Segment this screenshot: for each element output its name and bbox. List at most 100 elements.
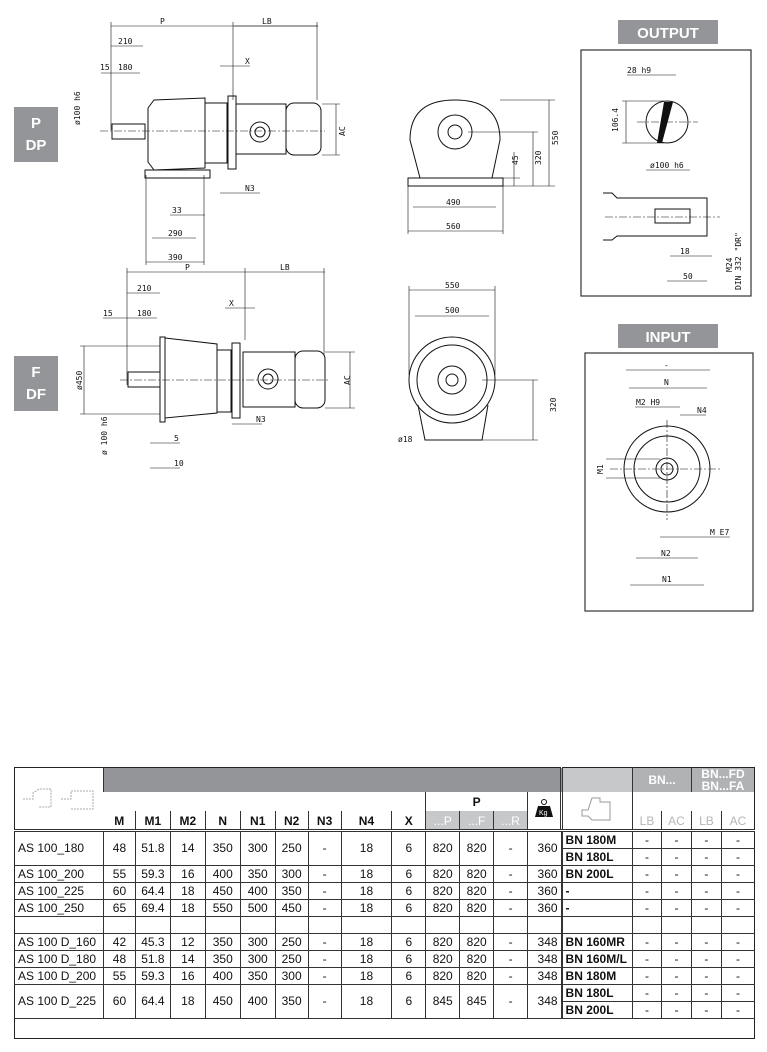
dimension-value: 300 [239, 830, 276, 866]
dimension-value: 48 [102, 950, 136, 968]
svg-text:ø 100 h6: ø 100 h6 [100, 416, 109, 455]
dimension-value: 300 [274, 865, 309, 883]
dimension-value: 42 [102, 933, 136, 951]
dimension-value: - [307, 899, 342, 917]
svg-text:ø100 h6: ø100 h6 [650, 161, 684, 170]
dimension-value: - [493, 933, 528, 951]
dimension-value: 6 [391, 933, 426, 951]
motor-dimension: - [632, 967, 662, 985]
column-header-m: M [103, 811, 136, 832]
dimension-value: - [307, 950, 342, 968]
dimension-value: 6 [391, 950, 426, 968]
motor-dimension: - [720, 1001, 755, 1019]
dimension-value: 820 [425, 967, 460, 985]
svg-text:180: 180 [118, 63, 133, 72]
dimension-value: 350 [239, 865, 276, 883]
motor-dimension: - [690, 967, 722, 985]
motor-dimension: - [720, 933, 755, 951]
motor-model: BN 200L [560, 1001, 633, 1019]
svg-text:Kg: Kg [539, 810, 548, 817]
motor-icon [560, 792, 633, 832]
svg-text:LB: LB [280, 263, 290, 272]
dimension-value: 348 [527, 967, 562, 985]
dimension-value: 64.4 [134, 984, 171, 1019]
dimension-value: - [307, 865, 342, 883]
svg-text:28 h9: 28 h9 [627, 66, 651, 75]
dimension-value: 360 [527, 882, 562, 900]
dimension-value: 350 [204, 830, 241, 866]
motor-dimension: - [660, 882, 692, 900]
dimension-value: 350 [274, 882, 309, 900]
dimension-value: 250 [274, 830, 309, 866]
spacer-row [14, 916, 755, 934]
dimension-value: 400 [204, 865, 241, 883]
gearbox-model: AS 100_225 [14, 882, 104, 900]
motor-dimension: - [660, 967, 692, 985]
dimension-value: 51.8 [134, 830, 171, 866]
dimension-value: 400 [239, 882, 276, 900]
motor-dimension: - [720, 882, 755, 900]
dimension-value: - [493, 830, 528, 866]
motor-dimension: - [690, 933, 722, 951]
svg-text:X: X [229, 299, 234, 308]
motor-dimension: - [720, 967, 755, 985]
svg-text:106.4: 106.4 [611, 108, 620, 132]
motor-header-band [560, 767, 633, 792]
motor-dimension: - [690, 1001, 722, 1019]
svg-text:15: 15 [100, 63, 110, 72]
dimension-value: 6 [391, 984, 426, 1019]
column-header-ac: AC [660, 811, 692, 832]
motor-dimension: - [690, 865, 722, 883]
svg-text:390: 390 [168, 253, 183, 262]
motor-dimension: - [720, 865, 755, 883]
column-header-x: X [391, 811, 426, 832]
dimension-value: 6 [391, 865, 426, 883]
motor-dimension: - [632, 984, 662, 1002]
dimension-value: 350 [239, 967, 276, 985]
svg-text:P: P [31, 115, 41, 132]
svg-text:210: 210 [118, 37, 133, 46]
dimension-value: - [493, 899, 528, 917]
dimension-value: 450 [204, 882, 241, 900]
dimension-value: 55 [102, 967, 136, 985]
motor-dimension: - [632, 950, 662, 968]
svg-text:290: 290 [168, 229, 183, 238]
column-header-n2: N2 [274, 811, 309, 832]
input-detail-panel: INPUT - N M2 H9 N4 M1 M E7 N2 N1 [584, 324, 754, 612]
header-band [102, 767, 562, 792]
gearbox-model: AS 100 D_225 [14, 984, 104, 1019]
motor-dimension: - [720, 950, 755, 968]
svg-text:LB: LB [262, 17, 272, 26]
svg-text:N1: N1 [662, 575, 672, 584]
dimension-value: 845 [425, 984, 460, 1019]
dimension-value: 18 [169, 984, 206, 1019]
svg-text:M1: M1 [596, 464, 605, 474]
dimension-value: 14 [169, 950, 206, 968]
motor-dimension: - [660, 899, 692, 917]
svg-text:DIN 332 "DR": DIN 332 "DR" [734, 232, 743, 290]
dimension-value: 14 [169, 830, 206, 866]
dimension-value: 348 [527, 933, 562, 951]
motor-dimension: - [632, 830, 662, 849]
dimension-value: 16 [169, 865, 206, 883]
svg-text:45: 45 [511, 155, 520, 165]
svg-text:550: 550 [551, 130, 560, 145]
motor-dimension: - [690, 984, 722, 1002]
column-header-lb: LB [690, 811, 722, 832]
motor-dimension: - [632, 848, 662, 866]
dimension-value: 18 [340, 933, 392, 951]
dimension-value: 350 [204, 950, 241, 968]
svg-text:X: X [245, 57, 250, 66]
svg-text:18: 18 [680, 247, 690, 256]
motor-model: BN 160MR [560, 933, 633, 951]
svg-text:33: 33 [172, 206, 182, 215]
motor-dimension: - [720, 899, 755, 917]
